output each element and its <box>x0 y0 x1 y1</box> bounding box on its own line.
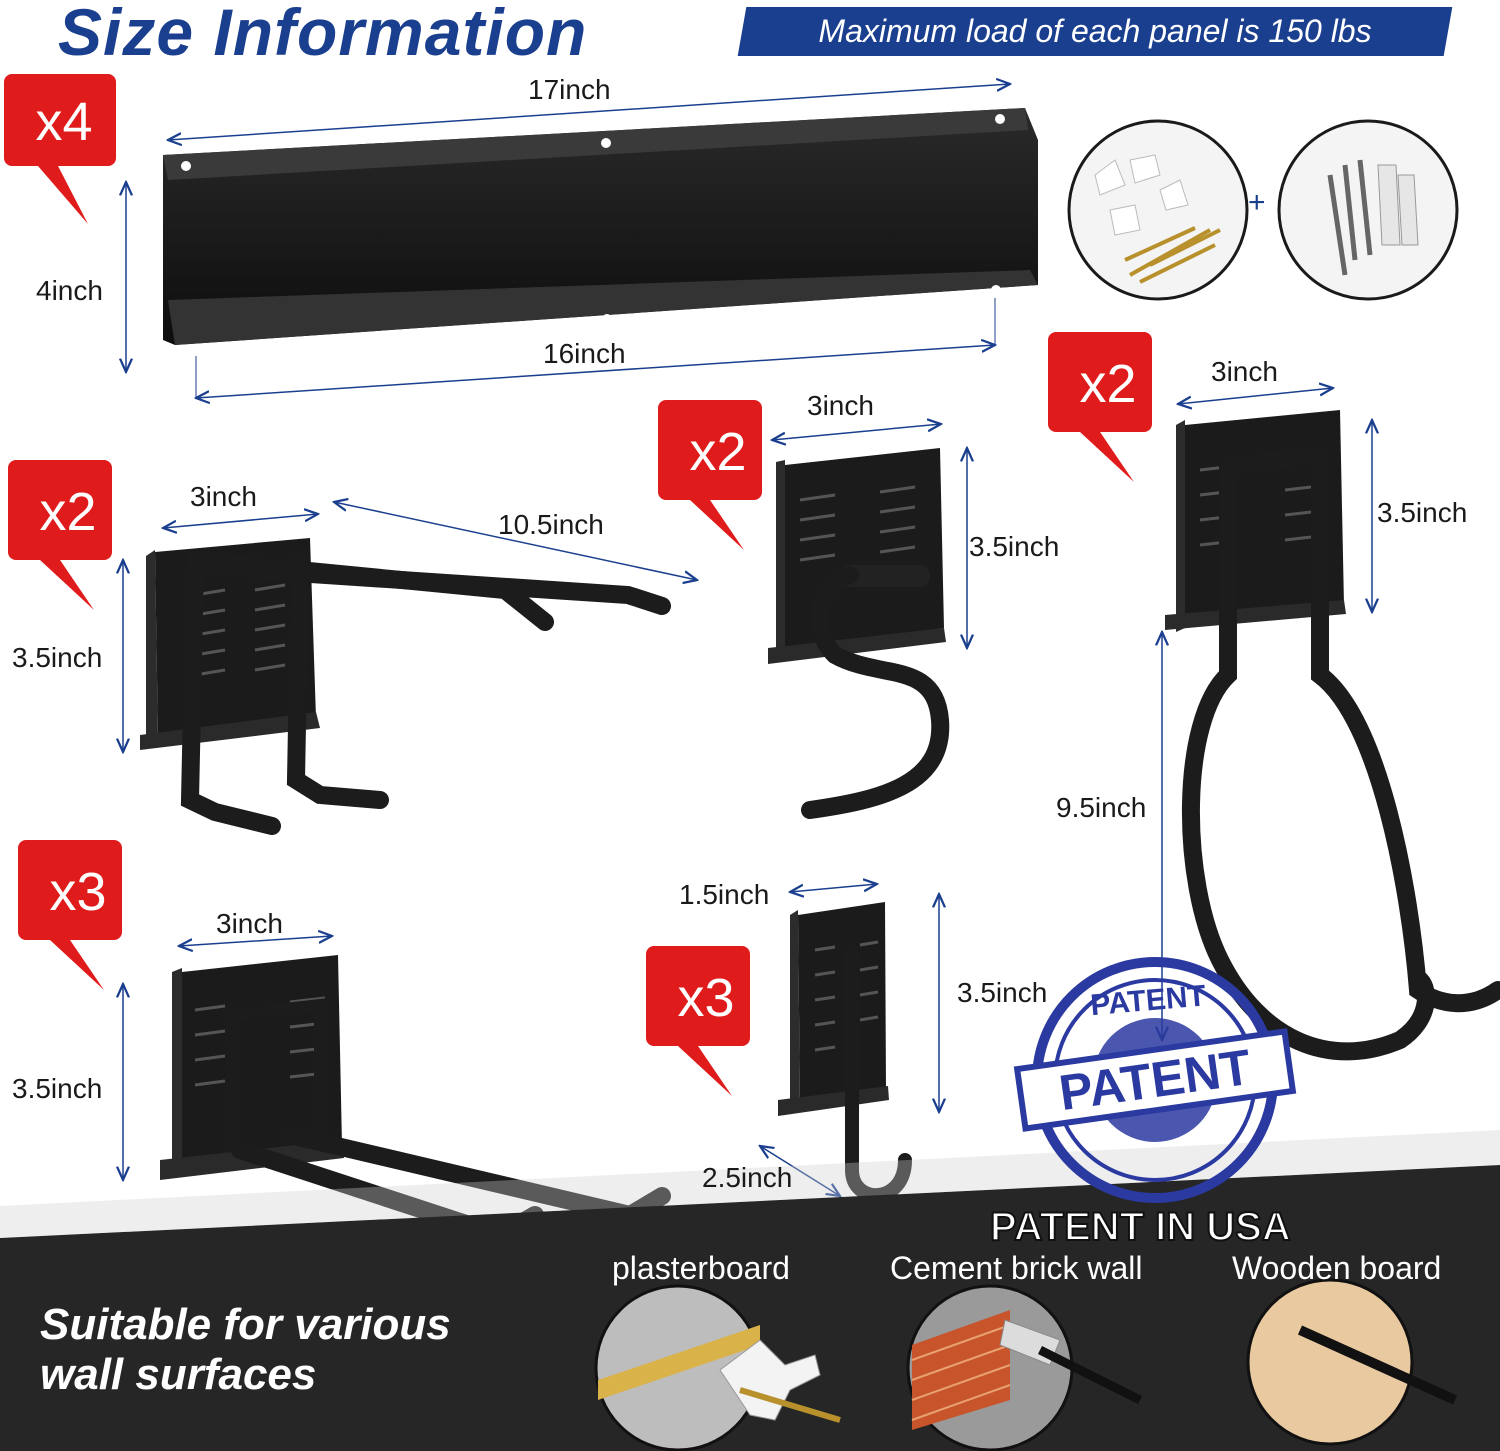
dim-line <box>168 84 1010 140</box>
surfaces-heading-line2: wall surfaces <box>40 1350 317 1399</box>
surface-label-plasterboard: plasterboard <box>612 1250 790 1286</box>
wood-screw-icon <box>1246 1278 1458 1446</box>
bottom-strip-bg <box>0 1130 1500 1451</box>
panel-hole <box>181 161 191 171</box>
dim-line <box>334 502 697 580</box>
u-hook-quantity-badge: x3 <box>49 862 107 922</box>
double-hook-length-label: 10.5inch <box>498 509 604 540</box>
panel-quantity-badge: x4 <box>35 92 93 152</box>
surfaces-heading: Suitable for various wall surfaces <box>40 1300 451 1400</box>
panel-hole <box>995 114 1005 124</box>
dim-line <box>1178 388 1333 404</box>
double-hook-quantity-badge: x2 <box>39 482 97 542</box>
hose-hook-width-label: 3inch <box>1211 356 1278 387</box>
s-hook-product <box>768 448 950 819</box>
double-hook-width-label: 3inch <box>190 481 257 512</box>
patent-stamp-icon: PATENT PATENT <box>1013 957 1297 1203</box>
panel-height-label: 4inch <box>36 275 103 306</box>
quantity-badges <box>4 74 1152 1096</box>
s-hook-height-label: 3.5inch <box>969 531 1060 562</box>
panel-hole <box>183 345 193 355</box>
surface-label-wood: Wooden board <box>1232 1250 1442 1286</box>
anchor-bag-icon <box>1067 119 1249 301</box>
page-title: Size Information <box>58 0 588 69</box>
j-hook-length-label: 2.5inch <box>702 1162 793 1193</box>
surface-label-brick: Cement brick wall <box>890 1250 1143 1286</box>
hose-hook-quantity-badge: x2 <box>1079 354 1137 414</box>
j-hook-quantity-badge: x3 <box>677 968 735 1028</box>
u-hook-width-label: 3inch <box>216 908 283 939</box>
patent-usa-label: PATENT IN USA <box>989 1204 1292 1250</box>
dim-line <box>790 884 877 892</box>
panel-hole <box>601 138 611 148</box>
dim-line <box>179 936 332 946</box>
patent-ring-text: PATENT <box>1089 979 1207 1022</box>
dim-line <box>760 1146 840 1196</box>
dim-line <box>163 514 318 528</box>
dim-line <box>772 424 941 440</box>
screw-bag-icon <box>1277 119 1459 301</box>
hose-hook-height-label: 3.5inch <box>1377 497 1468 528</box>
wall-panel <box>163 108 1038 355</box>
double-hook-product <box>140 538 671 835</box>
u-hook-height-label: 3.5inch <box>12 1073 103 1104</box>
load-banner-text: Maximum load of each panel is 150 lbs <box>818 13 1372 49</box>
j-hook-height-label: 3.5inch <box>957 977 1048 1008</box>
s-hook-width-label: 3inch <box>807 390 874 421</box>
dim-line <box>196 345 995 398</box>
plasterboard-anchor-icon <box>594 1284 841 1451</box>
j-hook-width-label: 1.5inch <box>679 879 770 910</box>
s-hook-quantity-badge: x2 <box>689 422 747 482</box>
double-hook-height-label: 3.5inch <box>12 642 103 673</box>
panel-top-width-label: 17inch <box>528 74 611 105</box>
panel-hole <box>991 285 1001 295</box>
plus-sign: + <box>1248 186 1266 219</box>
panel-hole <box>602 314 612 324</box>
brick-wall-anchor-icon <box>906 1284 1143 1451</box>
hose-hook-length-label: 9.5inch <box>1056 792 1147 823</box>
j-hook-product <box>778 902 912 1202</box>
panel-bottom-width-label: 16inch <box>543 338 626 369</box>
surfaces-heading-line1: Suitable for various <box>40 1300 451 1349</box>
